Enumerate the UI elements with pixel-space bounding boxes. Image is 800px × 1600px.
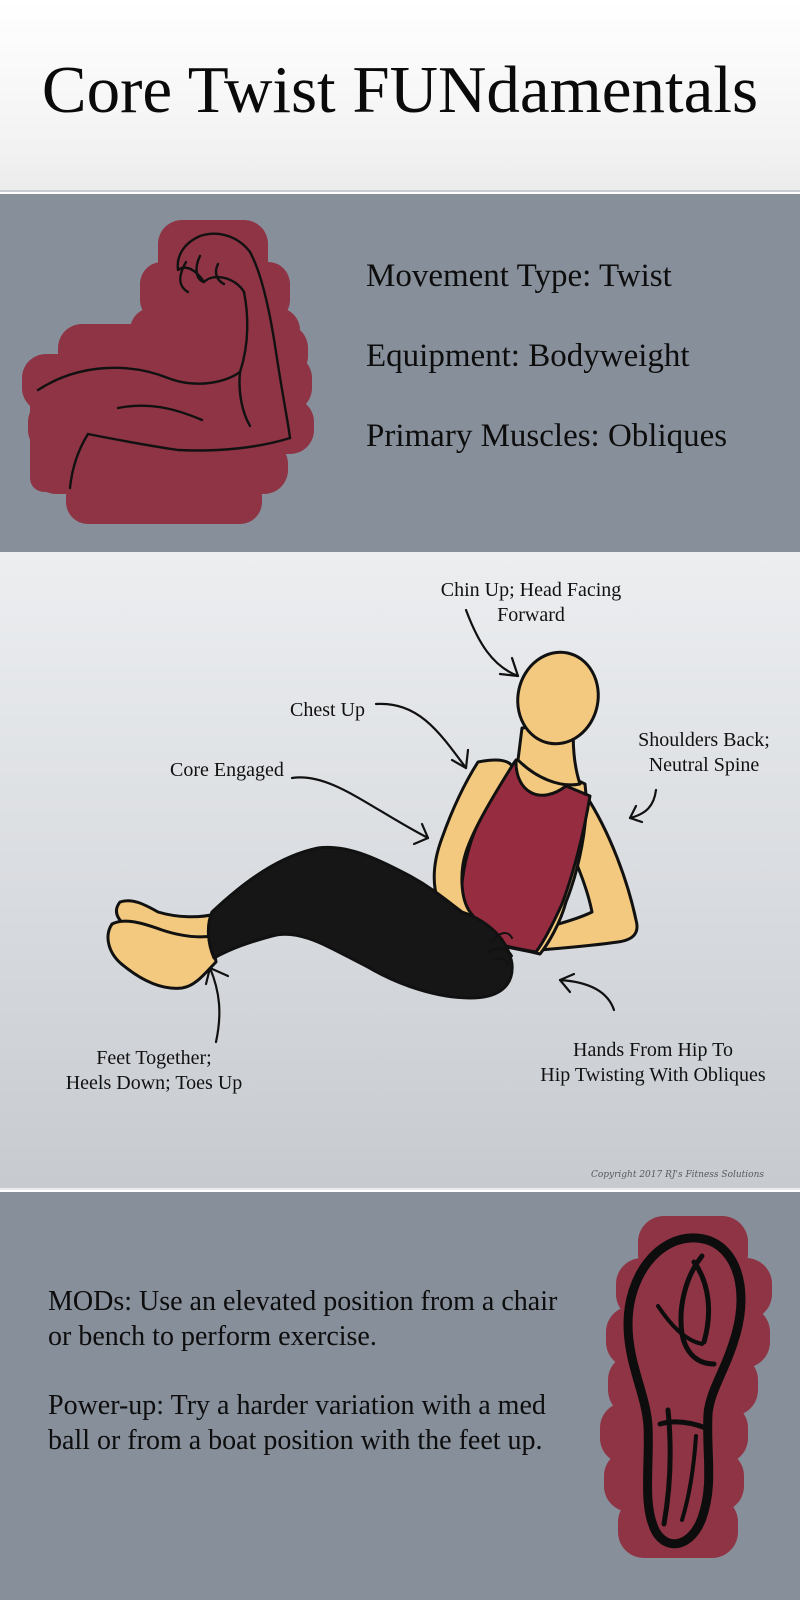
callout-hands: Hands From Hip To Hip Twisting With Obli… (540, 1039, 766, 1086)
seated-twist-figure (106, 608, 658, 1044)
copyright-text: Copyright 2017 RJ's Fitness Solutions (590, 1170, 764, 1180)
callout-chin: Chin Up; Head Facing Forward (440, 579, 622, 626)
core-arrow (290, 776, 430, 840)
flexed-bicep-icon (22, 220, 314, 524)
tips-panel: MODs: Use an elevated position from a ch… (0, 1192, 800, 1600)
mods-tip: MODs: Use an elevated position from a ch… (48, 1286, 558, 1352)
primary-muscles-label: Primary Muscles: Obliques (366, 418, 728, 454)
page-title: Core Twist FUNdamentals (41, 52, 759, 127)
callout-core: Core Engaged (170, 759, 284, 781)
shoulders-arrow (628, 788, 658, 820)
form-diagram-panel: Chin Up; Head Facing Forward Chest Up Co… (0, 552, 800, 1190)
right-arm (534, 792, 639, 952)
exercise-info-panel: Movement Type: Twist Equipment: Bodyweig… (0, 194, 800, 552)
power-up-tip: Power-up: Try a harder variation with a … (48, 1390, 546, 1456)
callout-feet: Feet Together; Heels Down; Toes Up (65, 1047, 243, 1094)
movement-type-label: Movement Type: Twist (366, 258, 672, 294)
callout-shoulders: Shoulders Back; Neutral Spine (638, 729, 770, 776)
title-band: Core Twist FUNdamentals (0, 0, 800, 192)
chin-arrow (464, 608, 520, 678)
hands-arrow (558, 978, 616, 1012)
chest-arrow (374, 702, 468, 770)
head (516, 650, 600, 746)
leggings (206, 845, 514, 1000)
equipment-label: Equipment: Bodyweight (366, 338, 690, 374)
exercise-attributes: Movement Type: Twist Equipment: Bodyweig… (366, 256, 727, 456)
front-foot (106, 919, 218, 990)
feet-arrow (208, 966, 221, 1044)
shoe-sole-icon (600, 1216, 772, 1558)
callout-chest: Chest Up (290, 699, 365, 721)
